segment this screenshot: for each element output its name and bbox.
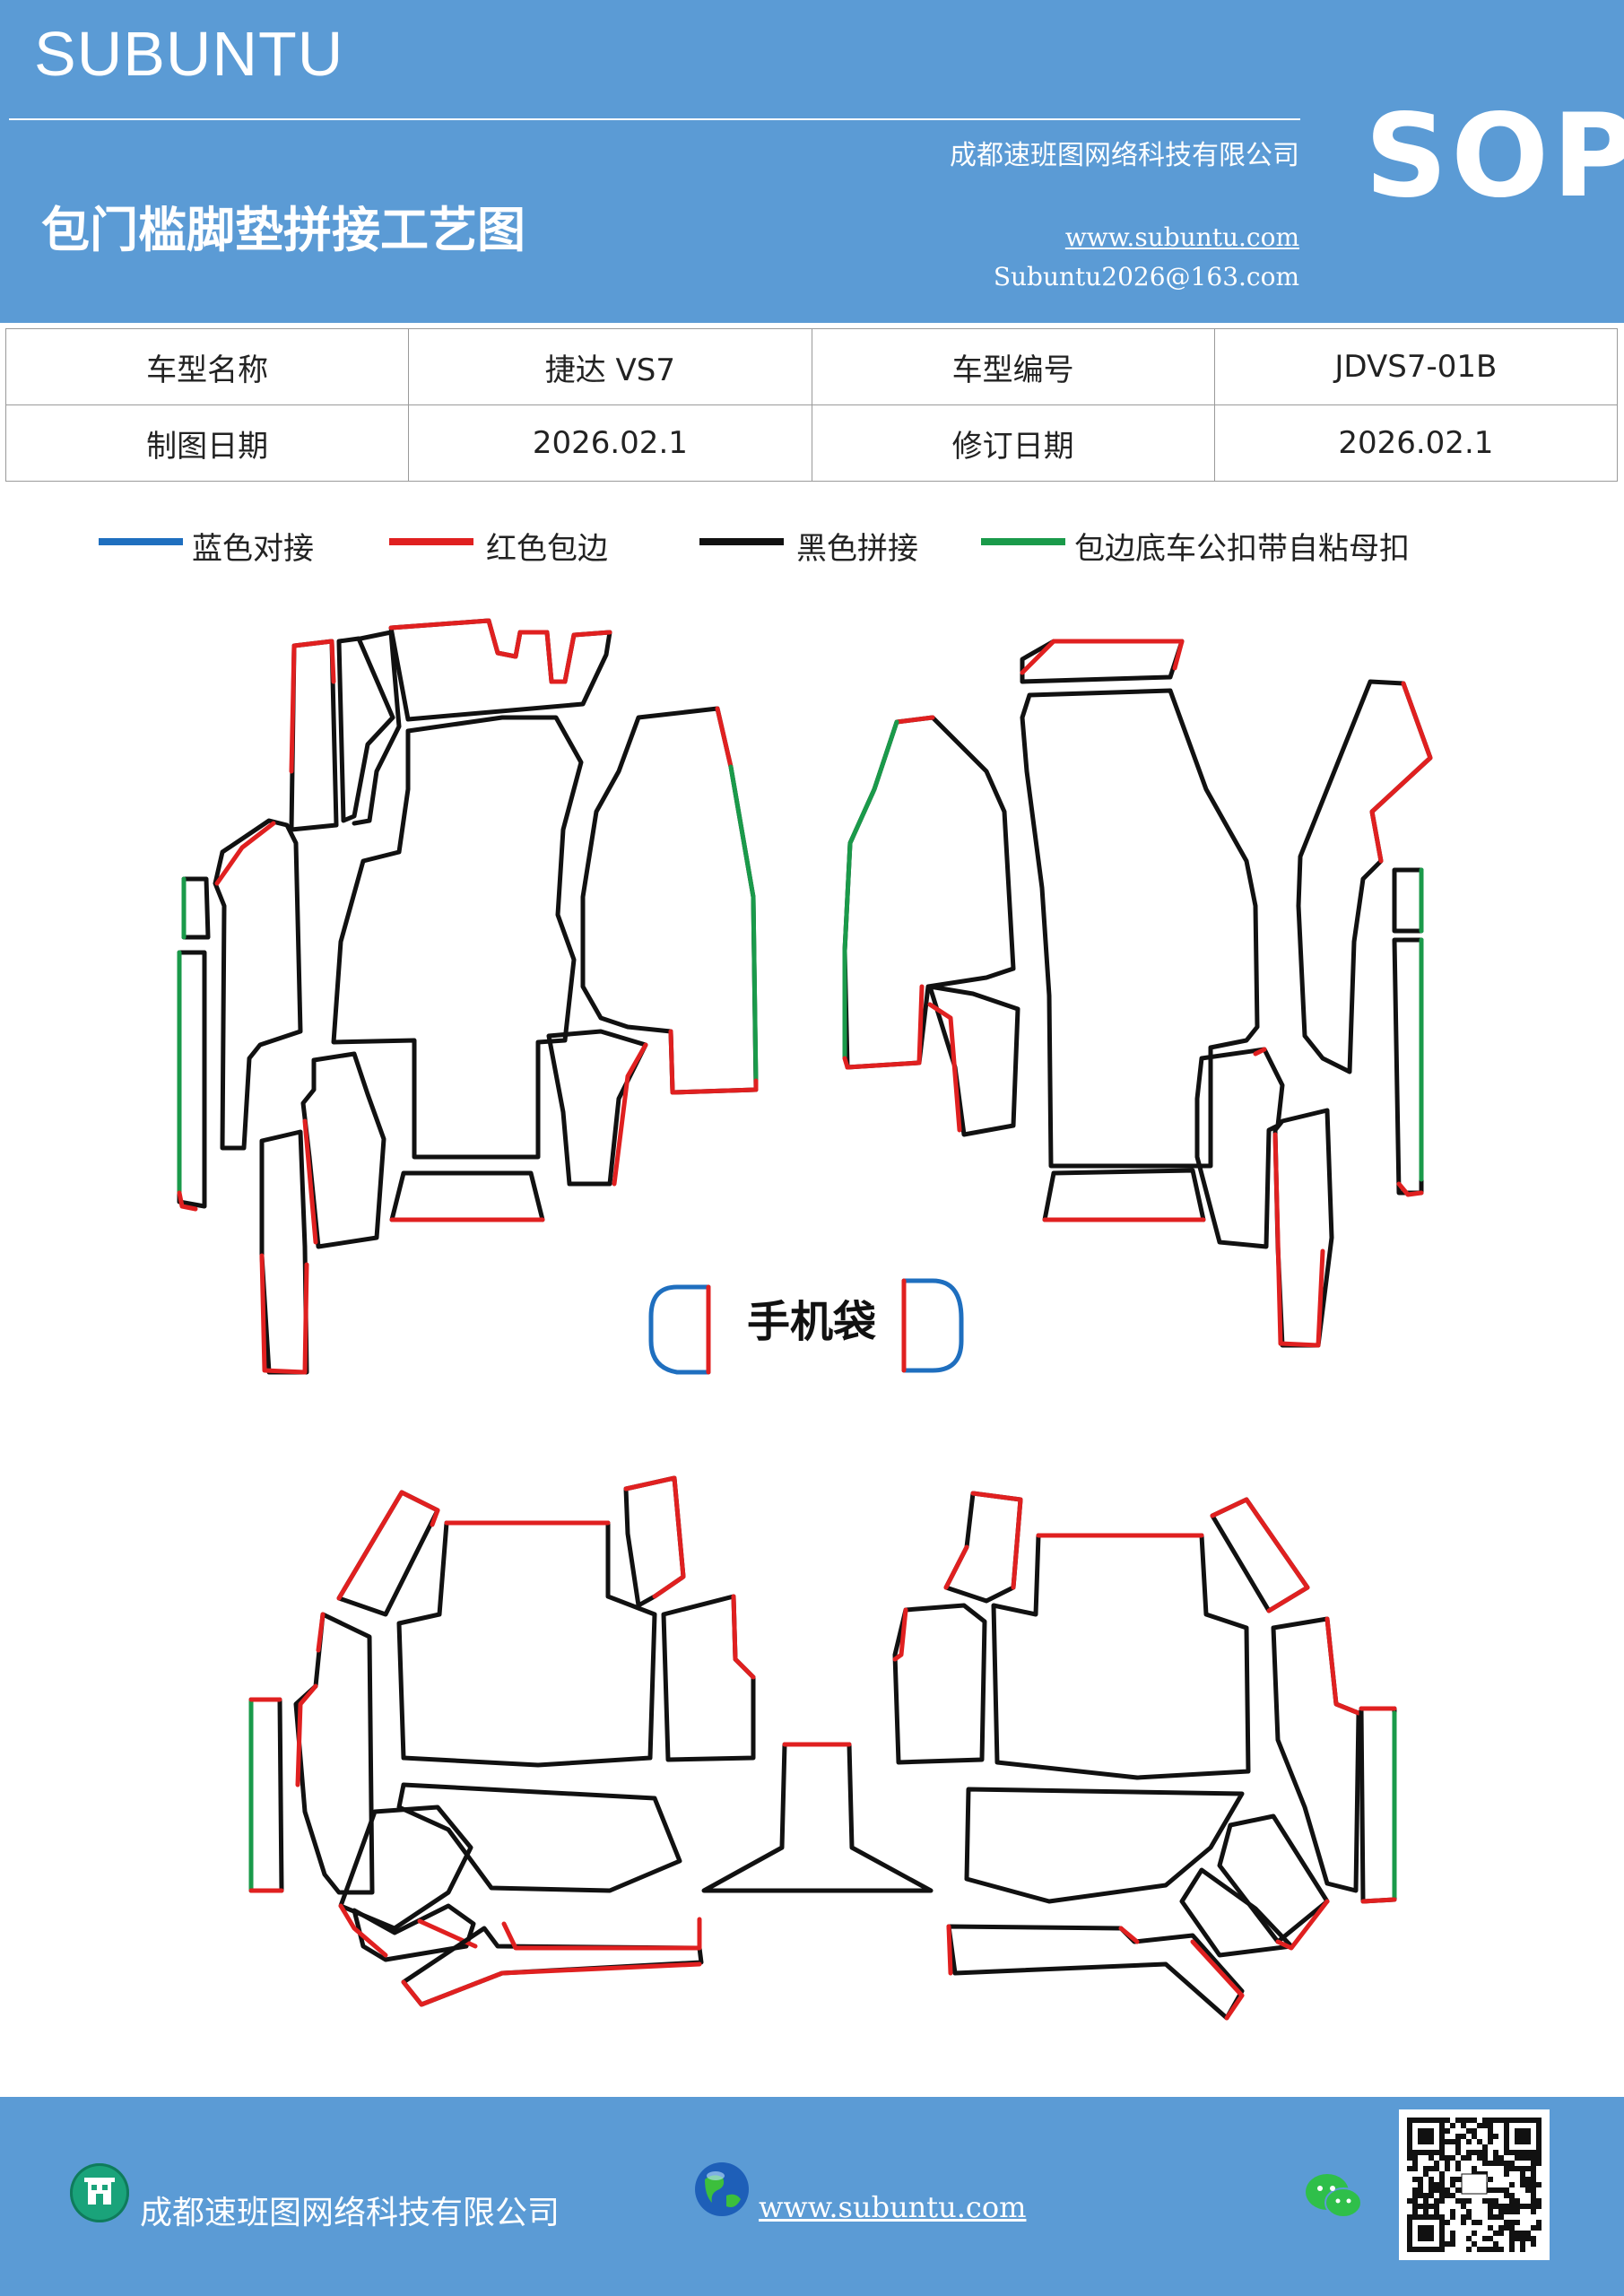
info-table: 车型名称 捷达 VS7 车型编号 JDVS7-01B 制图日期 2026.02.… (4, 328, 1619, 482)
table-cell-label: 车型编号 (811, 328, 1215, 405)
table-row: 车型名称 捷达 VS7 车型编号 JDVS7-01B (4, 328, 1619, 405)
footer-website-link[interactable]: www.subuntu.com (759, 2190, 1027, 2224)
legend-swatch-blue (99, 538, 183, 545)
phone-pocket-left (648, 1284, 711, 1375)
globe-icon (692, 2160, 751, 2219)
phone-pocket-label: 手机袋 (747, 1297, 876, 1347)
website-link[interactable]: www.subuntu.com (1064, 222, 1299, 252)
legend-label-green: 包边底车公扣带自粘母扣 (1074, 531, 1410, 567)
front-right-mat (842, 639, 1433, 1348)
legend: 蓝色对接 红色包边 黑色拼接 包边底车公扣带自粘母扣 (0, 524, 1624, 578)
legend-swatch-black (699, 538, 784, 545)
document-title: 包门槛脚垫拼接工艺图 (41, 202, 525, 258)
legend-label-red: 红色包边 (486, 531, 608, 567)
company-name: 成都速班图网络科技有限公司 (950, 140, 1299, 171)
building-icon (70, 2163, 129, 2222)
legend-label-black: 黑色拼接 (796, 531, 918, 567)
center-tunnel-piece (701, 1742, 934, 1893)
table-cell-value: JDVS7-01B (1213, 328, 1619, 405)
rear-right-mat (892, 1491, 1397, 2021)
table-cell-label: 修订日期 (811, 404, 1215, 482)
table-cell-value: 2026.02.1 (1213, 404, 1619, 482)
table-cell-label: 制图日期 (4, 404, 410, 482)
sop-badge: SOP (1365, 90, 1624, 223)
table-row: 制图日期 2026.02.1 修订日期 2026.02.1 (4, 404, 1619, 482)
brand-name: SUBUNTU (34, 19, 344, 89)
mat-splicing-diagram: 手机袋 (177, 618, 1433, 2021)
header-divider (9, 118, 1300, 120)
legend-swatch-red (389, 538, 473, 545)
email-address: Subuntu2026@163.com (993, 262, 1299, 291)
qr-code[interactable] (1399, 2109, 1550, 2260)
phone-pocket-right (901, 1278, 964, 1373)
table-cell-value: 捷达 VS7 (408, 328, 812, 405)
footer-banner: 成都速班图网络科技有限公司 www.subuntu.com (0, 2097, 1624, 2296)
rear-left-mat (248, 1475, 756, 2007)
header-banner: SUBUNTU 成都速班图网络科技有限公司 包门槛脚垫拼接工艺图 www.sub… (0, 0, 1624, 323)
front-left-mat (177, 618, 759, 1375)
footer-company-name: 成都速班图网络科技有限公司 (140, 2195, 560, 2231)
table-cell-label: 车型名称 (4, 328, 410, 405)
legend-swatch-green (981, 538, 1065, 545)
wechat-icon[interactable] (1304, 2170, 1363, 2222)
legend-label-blue: 蓝色对接 (192, 531, 314, 567)
table-cell-value: 2026.02.1 (408, 404, 812, 482)
